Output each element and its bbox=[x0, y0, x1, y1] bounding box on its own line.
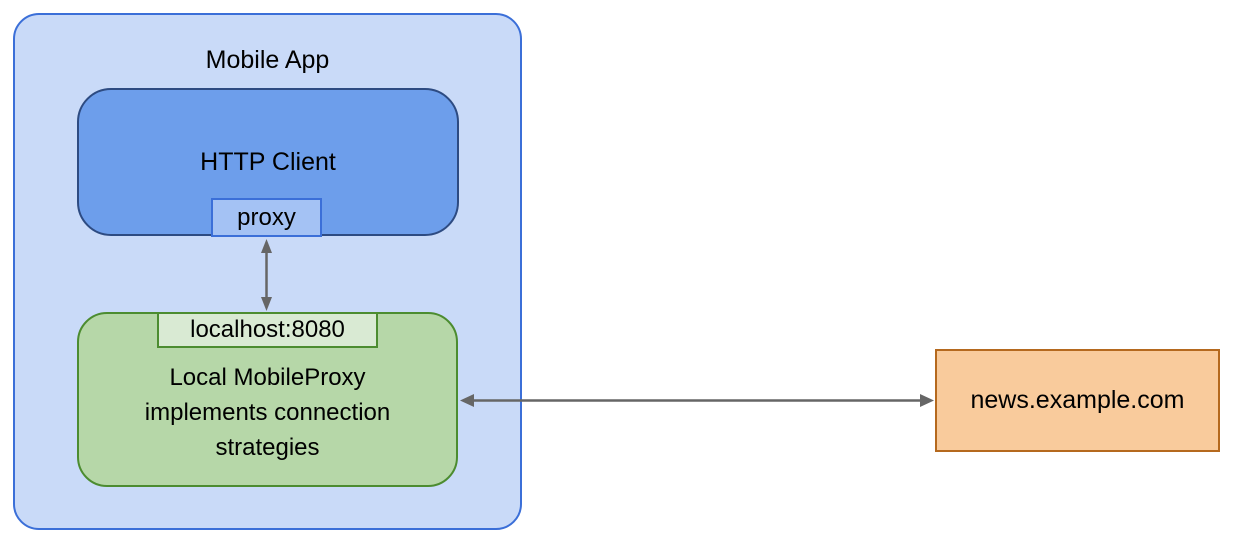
remote-server-node: news.example.com bbox=[935, 349, 1220, 452]
http-client-label: HTTP Client bbox=[200, 147, 336, 176]
proxy-port: proxy bbox=[211, 198, 322, 237]
horizontal-arrow-head-right bbox=[920, 394, 934, 407]
localhost-port: localhost:8080 bbox=[157, 312, 378, 348]
mobile-proxy-node: Local MobileProxy implements connection … bbox=[77, 312, 458, 487]
mobile-proxy-label-line-1: Local MobileProxy bbox=[169, 364, 366, 391]
remote-server-label: news.example.com bbox=[970, 386, 1185, 414]
mobile-app-title: Mobile App bbox=[205, 46, 330, 74]
horizontal-connector-arrow bbox=[460, 394, 934, 407]
proxy-port-label: proxy bbox=[237, 203, 296, 231]
mobile-proxy-label-line-3: strategies bbox=[215, 434, 320, 461]
mobile-proxy-label-line-2: implements connection bbox=[144, 399, 391, 426]
mobile-proxy-label: Local MobileProxy implements connection … bbox=[79, 360, 456, 465]
localhost-port-label: localhost:8080 bbox=[190, 316, 345, 343]
